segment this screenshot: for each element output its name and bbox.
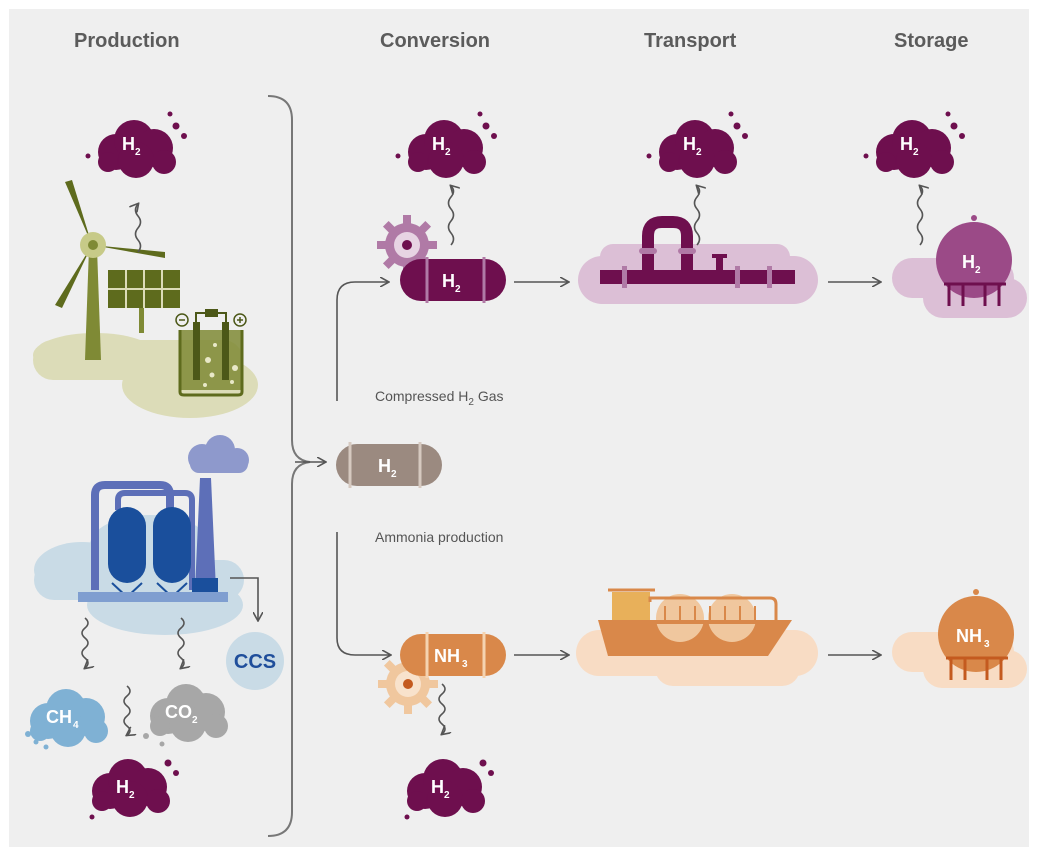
- svg-text:3: 3: [984, 639, 990, 650]
- h2-cloud-production-fossil: H 2: [89, 759, 179, 820]
- nh3-storage-sphere: NH 3: [938, 589, 1014, 680]
- fossil-plant-icon: [78, 478, 228, 602]
- h2-cloud-transport: H 2: [646, 111, 748, 178]
- wavy-arrow-ammonia-down: [438, 683, 445, 734]
- pipeline-icon: [600, 216, 795, 288]
- svg-text:2: 2: [455, 284, 461, 295]
- svg-text:H: H: [122, 134, 135, 154]
- svg-text:H: H: [116, 777, 129, 797]
- electrolyzer-icon: [175, 309, 247, 397]
- arrow-to-compressed-h2: [336, 282, 388, 401]
- gray-h2-tank: H 2: [336, 442, 442, 488]
- svg-text:2: 2: [975, 265, 981, 276]
- wind-turbine-icon: [55, 180, 165, 360]
- tanker-ship-icon: [598, 588, 792, 656]
- h2-cloud-conversion-top: H 2: [395, 111, 497, 178]
- svg-text:H: H: [962, 252, 975, 272]
- wavy-arrow-conversion-up: [447, 186, 454, 246]
- svg-text:CO: CO: [165, 702, 192, 722]
- h2-cloud-storage: H 2: [863, 111, 965, 178]
- svg-text:H: H: [378, 456, 391, 476]
- compressed-h2-tank: H 2: [400, 257, 506, 303]
- svg-text:2: 2: [913, 147, 919, 158]
- wavy-arrow-storage-up: [916, 186, 923, 246]
- caption-ammonia-production: Ammonia production: [375, 529, 504, 545]
- svg-text:H: H: [431, 777, 444, 797]
- svg-text:2: 2: [445, 147, 451, 158]
- column-header-conversion: Conversion: [380, 30, 491, 52]
- wavy-arrow-pipeline-up: [693, 186, 700, 246]
- wavy-arrow-renewable-up: [136, 204, 142, 253]
- svg-text:2: 2: [696, 147, 702, 158]
- svg-text:H: H: [683, 134, 696, 154]
- co2-cloud: CO 2: [143, 684, 228, 747]
- ccs-badge: CCS: [226, 632, 284, 690]
- column-header-production: Production: [74, 30, 180, 52]
- svg-text:CH: CH: [46, 707, 72, 727]
- arrow-plant-to-ccs: [230, 577, 258, 620]
- svg-text:2: 2: [391, 469, 397, 480]
- nh3-tank: NH 3: [400, 632, 506, 678]
- svg-text:3: 3: [462, 659, 468, 670]
- svg-text:2: 2: [444, 790, 450, 801]
- solar-panel-icon: [108, 270, 180, 333]
- svg-text:NH: NH: [956, 626, 982, 646]
- h2-cloud-conversion-bottom: H 2: [404, 759, 494, 820]
- wavy-arrow-plant-to-co2: [177, 617, 184, 668]
- svg-text:H: H: [900, 134, 913, 154]
- h2-storage-sphere: H 2: [936, 215, 1012, 306]
- column-header-transport: Transport: [644, 30, 737, 52]
- wavy-arrow-plant-to-ch4: [81, 617, 88, 668]
- svg-text:4: 4: [73, 720, 79, 731]
- compression-gear-icon: [377, 215, 437, 275]
- arrow-to-ammonia: [336, 532, 390, 655]
- svg-text:2: 2: [192, 715, 198, 726]
- svg-text:CCS: CCS: [234, 651, 276, 673]
- wavy-arrow-to-h2-bottom: [123, 685, 130, 735]
- svg-text:2: 2: [129, 790, 135, 801]
- h2-cloud-production-green: H 2: [85, 111, 187, 178]
- svg-text:H: H: [432, 134, 445, 154]
- svg-text:NH: NH: [434, 646, 460, 666]
- ammonia-gear-icon: [378, 654, 438, 714]
- caption-compressed-h2-gas: Compressed H2 Gas: [375, 388, 504, 408]
- smokestack-cloud-icon: [188, 435, 249, 473]
- svg-text:2: 2: [135, 147, 141, 158]
- ch4-cloud: CH 4: [25, 689, 108, 750]
- svg-text:H: H: [442, 271, 455, 291]
- column-header-storage: Storage: [894, 30, 969, 52]
- production-brace: [267, 95, 311, 837]
